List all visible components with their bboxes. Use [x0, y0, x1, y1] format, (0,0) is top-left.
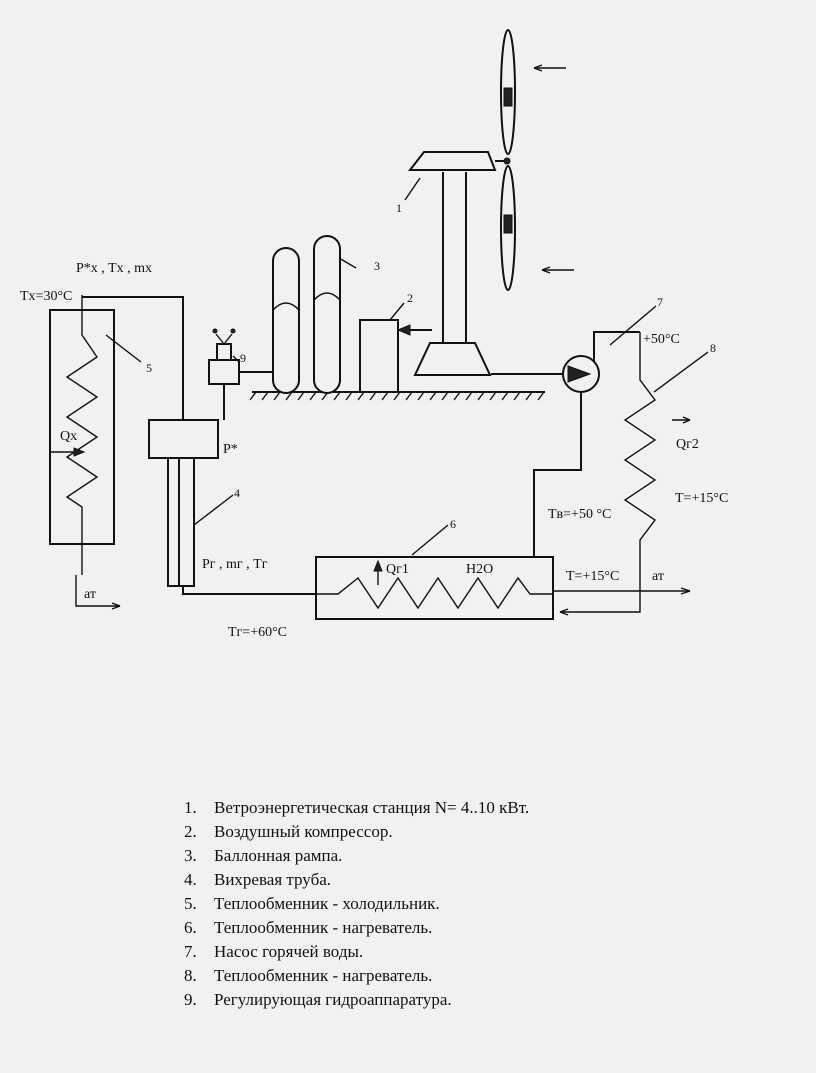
ground — [249, 391, 545, 401]
label-p-star: P* — [223, 442, 238, 457]
label-pg-mg-tg: Pг , mг , Tг — [202, 557, 268, 572]
callout-6: 6 — [450, 517, 456, 531]
legend-item: 1.Ветроэнергетическая станция N= 4..10 к… — [184, 798, 530, 817]
wind-turbine — [407, 29, 516, 376]
label-tx-temp: Tx=30°C — [20, 289, 72, 304]
label-h2o: H2O — [466, 562, 493, 577]
legend-item: 9.Регулирующая гидроаппаратура. — [184, 990, 452, 1009]
label-qx: Qx — [60, 429, 77, 444]
label-at-right: ат — [652, 569, 664, 584]
legend-item: 8.Теплообменник - нагреватель. — [184, 966, 433, 985]
label-at-left: ат — [84, 587, 96, 602]
label-t15-right: T=+15°C — [675, 491, 728, 506]
cooler-heat-exchanger — [49, 295, 115, 575]
legend-item: 5.Теплообменник - холодильник. — [184, 894, 440, 913]
gas-cylinder-rack — [272, 235, 341, 394]
label-tv-temp: Tв=+50 °C — [548, 507, 611, 522]
water-heat-exchanger — [315, 556, 554, 620]
callout-5: 5 — [146, 361, 152, 375]
label-pxtx: P*x , Tx , mx — [76, 261, 152, 276]
callout-7: 7 — [657, 295, 663, 309]
leader-lines — [105, 177, 709, 556]
hot-water-pump — [562, 355, 600, 393]
callout-8: 8 — [710, 341, 716, 355]
compressor — [359, 319, 432, 393]
legend-item: 2.Воздушный компрессор. — [184, 822, 393, 841]
callout-3: 3 — [374, 259, 380, 273]
callout-9: 9 — [240, 351, 246, 365]
label-qg1: Qг1 — [386, 562, 409, 577]
label-qg2: Qг2 — [676, 437, 699, 452]
wind-arrows — [533, 64, 574, 274]
label-t15-bottom: T=+15°C — [566, 569, 619, 584]
vortex-tube — [148, 419, 219, 587]
callout-4: 4 — [234, 486, 240, 500]
system-diagram: P*x , Tx , mx Tx=30°C Qx ат P* Pг , mг ,… — [20, 29, 728, 640]
label-tg-temp: Tг=+60°C — [228, 625, 287, 640]
regulating-valve — [208, 328, 273, 420]
legend-item: 7.Насос горячей воды. — [184, 942, 364, 961]
legend-item: 3.Баллонная рампа. — [184, 846, 343, 865]
callout-2: 2 — [407, 291, 413, 305]
legend-item: 4.Вихревая труба. — [184, 870, 332, 889]
legend-item: 6.Теплообменник - нагреватель. — [184, 918, 433, 937]
legend-list: 1.Ветроэнергетическая станция N= 4..10 к… — [184, 796, 529, 1012]
label-t50: +50°C — [643, 332, 680, 347]
callout-1: 1 — [396, 201, 402, 215]
